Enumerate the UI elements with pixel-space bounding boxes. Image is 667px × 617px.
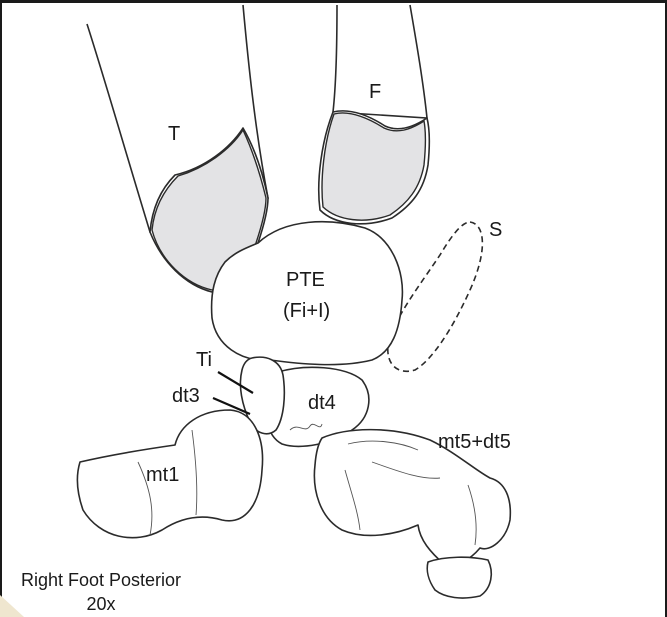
figure-caption: Right Foot Posterior 20x <box>6 568 196 616</box>
pte-sub-label: (Fi+I) <box>283 301 330 321</box>
pte-label: PTE <box>286 270 325 290</box>
mt5-distal-cap <box>427 557 491 598</box>
tibiale-label: Ti <box>196 350 212 370</box>
mt1-label: mt1 <box>146 465 179 485</box>
mt5-dt5-label: mt5+dt5 <box>438 432 511 452</box>
fibula-label: F <box>369 82 381 102</box>
sesamoid-label: S <box>489 220 502 240</box>
tibia-label: T <box>168 124 180 144</box>
dt3-label: dt3 <box>172 386 200 406</box>
caption-magnification: 20x <box>6 592 196 616</box>
dt4-label: dt4 <box>308 393 336 413</box>
caption-title: Right Foot Posterior <box>6 568 196 592</box>
